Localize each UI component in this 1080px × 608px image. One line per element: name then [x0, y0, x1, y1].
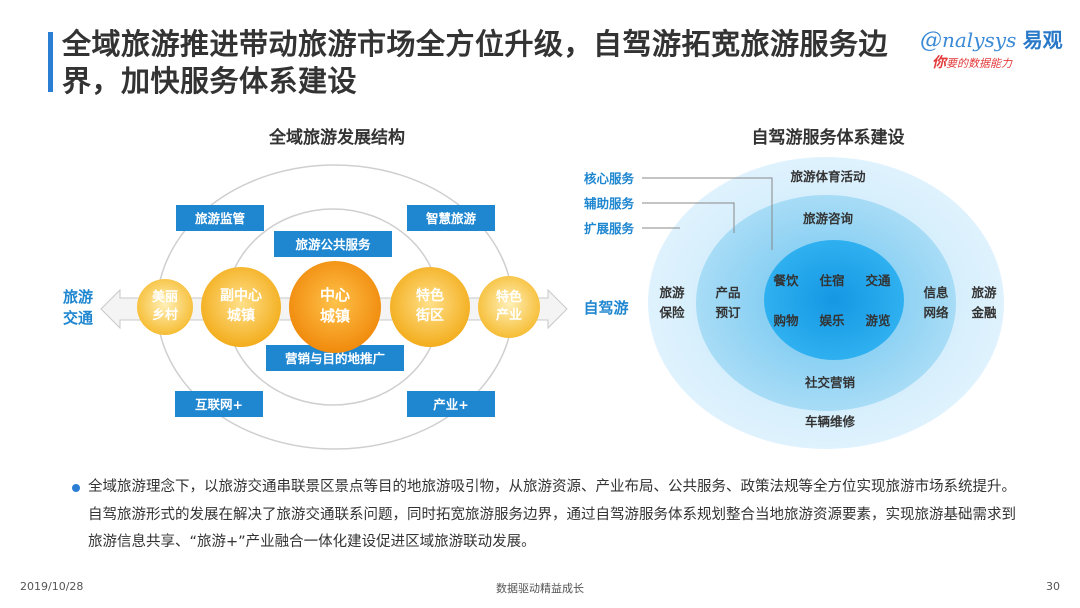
- service-product-booking-line1: 产品: [715, 285, 740, 300]
- logo-slogan-text: 要的数据能力: [946, 57, 1012, 70]
- circle-featured-industry-line2: 产业: [496, 307, 522, 323]
- circle-featured-district: 特色 街区: [390, 267, 470, 347]
- service-info-network-line1: 信息: [923, 285, 949, 300]
- circle-center-town-line2: 城镇: [320, 307, 350, 325]
- service-travel-finance-line2: 金融: [970, 305, 997, 320]
- box-marketing-promotion-label: 营销与目的地推广: [285, 351, 386, 366]
- summary-paragraph-text: 全域旅游理念下，以旅游交通串联景区景点等目的地旅游吸引物，从旅游资源、产业布局、…: [88, 479, 1016, 550]
- core-shopping: 购物: [773, 313, 799, 328]
- box-travel-regulation-label: 旅游监管: [194, 211, 245, 226]
- legend-extended-service: 扩展服务: [584, 221, 680, 236]
- core-entertainment: 娱乐: [819, 313, 845, 328]
- circle-featured-industry-line1: 特色: [496, 289, 522, 305]
- box-internet-plus: 互联网+: [175, 391, 263, 417]
- label-tourism-transport-line1: 旅游: [63, 288, 93, 306]
- service-travel-finance-line1: 旅游: [970, 285, 997, 300]
- box-smart-tourism: 智慧旅游: [407, 205, 495, 231]
- diagrams-canvas: 全域旅游发展结构 旅游监管 智慧旅游 互联网+ 产业+ 旅游公共服务 营销与目的…: [63, 127, 1004, 450]
- service-travel-insurance-line2: 保险: [658, 305, 685, 320]
- summary-paragraph: 全域旅游理念下，以旅游交通串联景区景点等目的地旅游吸引物，从旅游资源、产业布局、…: [70, 474, 1030, 557]
- right-diagram-heading: 自驾游服务体系建设: [752, 127, 905, 148]
- label-tourism-transport-line2: 交通: [63, 309, 93, 327]
- logo-brand-text: nalysys: [942, 28, 1017, 52]
- circle-sub-center-town: 副中心 城镇: [201, 267, 281, 347]
- box-smart-tourism-label: 智慧旅游: [425, 211, 477, 226]
- legend-auxiliary-service-label: 辅助服务: [584, 196, 635, 211]
- box-internet-plus-label: 互联网+: [195, 397, 243, 412]
- circle-sub-center-town-line1: 副中心: [220, 287, 262, 304]
- footer-slogan: 数据驱动精益成长: [496, 582, 584, 595]
- page-number: 30: [1046, 580, 1060, 593]
- logo-slogan: 你要的数据能力: [932, 52, 1012, 72]
- legend-core-service: 核心服务: [584, 171, 773, 250]
- box-industry-plus-label: 产业+: [433, 397, 468, 412]
- circle-center-town-line1: 中心: [320, 286, 350, 304]
- service-product-booking-line2: 预订: [715, 305, 741, 320]
- title-accent-bar: [48, 32, 53, 92]
- service-social-marketing: 社交营销: [804, 375, 856, 390]
- circle-featured-industry: 特色 产业: [478, 276, 540, 338]
- page-title: 全域旅游推进带动旅游市场全方位升级，自驾游拓宽旅游服务边界，加快服务体系建设: [62, 27, 889, 98]
- logo-brand: @nalysys 易观: [920, 28, 1063, 53]
- service-travel-consulting: 旅游咨询: [802, 211, 854, 226]
- service-info-network-line2: 网络: [923, 305, 949, 320]
- legend-extended-service-label: 扩展服务: [584, 221, 635, 236]
- circle-beautiful-village: 美丽 乡村: [137, 279, 193, 335]
- legend-auxiliary-service: 辅助服务: [584, 196, 735, 233]
- core-transport: 交通: [865, 273, 891, 288]
- circle-featured-district-line1: 特色: [416, 287, 444, 304]
- box-public-service-label: 旅游公共服务: [294, 237, 371, 252]
- box-public-service: 旅游公共服务: [274, 231, 392, 257]
- circle-featured-district-line2: 街区: [415, 307, 444, 324]
- logo-slogan-head: 你: [932, 55, 946, 71]
- left-diagram-heading: 全域旅游发展结构: [268, 127, 405, 148]
- core-lodging: 住宿: [819, 273, 844, 288]
- label-self-drive: 自驾游: [583, 299, 628, 317]
- core-sightseeing: 游览: [865, 313, 890, 328]
- circle-beautiful-village-line2: 乡村: [152, 307, 178, 323]
- service-sports-activity: 旅游体育活动: [789, 169, 866, 184]
- logo-brand-cn: 易观: [1022, 28, 1063, 52]
- circle-beautiful-village-line1: 美丽: [152, 289, 178, 305]
- box-travel-regulation: 旅游监管: [176, 205, 264, 231]
- service-core-ring: [764, 240, 904, 360]
- service-vehicle-repair: 车辆维修: [805, 414, 856, 429]
- circle-center-town: 中心 城镇: [289, 261, 381, 353]
- circle-sub-center-town-line2: 城镇: [227, 307, 255, 324]
- analysys-logo: @nalysys 易观 你要的数据能力: [920, 24, 1063, 74]
- legend-core-service-label: 核心服务: [584, 171, 635, 186]
- paragraph-bullet: [72, 484, 80, 492]
- service-travel-insurance-line1: 旅游: [658, 285, 685, 300]
- footer-date: 2019/10/28: [20, 580, 84, 593]
- box-industry-plus: 产业+: [407, 391, 495, 417]
- core-dining: 餐饮: [772, 273, 799, 288]
